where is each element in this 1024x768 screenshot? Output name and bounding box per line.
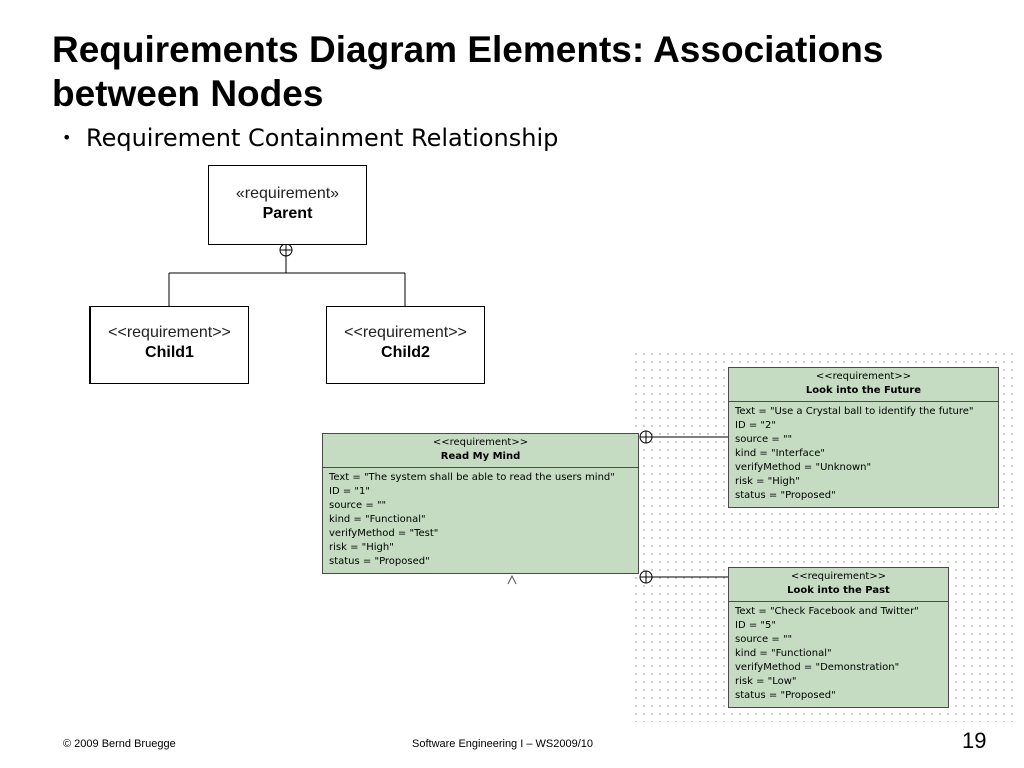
attribute-text: Text = "The system shall be able to read… [329,472,615,483]
requirement-header: <<requirement>> Look into the Past [729,568,948,602]
look-into-future-requirement: <<requirement>> Look into the Future Tex… [728,367,999,508]
attribute-verify-method: verifyMethod = "Demonstration" [735,662,900,673]
containment-crosshair-icon [279,243,293,257]
attribute-verify-method: verifyMethod = "Test" [329,528,439,539]
requirement-name: Look into the Future [805,385,922,396]
requirement-attributes: Text = "Check Facebook and Twitter" ID =… [729,602,948,706]
attribute-status: status = "Proposed" [735,490,836,501]
caret-icon [507,574,517,585]
requirement-name: Read My Mind [440,451,521,462]
attribute-kind: kind = "Functional" [329,514,426,525]
attribute-text: Text = "Check Facebook and Twitter" [735,606,919,617]
footer-copyright: © 2009 Bernd Bruegge [63,738,176,750]
slide-title: Requirements Diagram Elements: Associati… [52,29,884,114]
child2-requirement-box: <<requirement>> Child2 [326,306,485,384]
bullet-dot-icon: • [62,128,72,147]
bullet-text: Requirement Containment Relationship [86,124,559,152]
child1-requirement-box: <<requirement>> Child1 [89,306,249,384]
attribute-status: status = "Proposed" [329,556,430,567]
child2-stereotype: <<requirement>> [344,324,467,341]
parent-name: Parent [262,205,313,222]
attribute-id: ID = "1" [329,486,370,497]
attribute-source: source = "" [329,500,387,511]
attribute-id: ID = "2" [735,420,776,431]
requirement-name: Look into the Past [787,585,890,596]
look-into-past-requirement: <<requirement>> Look into the Past Text … [728,567,949,708]
attribute-kind: kind = "Functional" [735,648,832,659]
attribute-source: source = "" [735,434,793,445]
requirement-attributes: Text = "The system shall be able to read… [323,468,638,572]
attribute-risk: risk = "High" [735,476,800,487]
requirement-attributes: Text = "Use a Crystal ball to identify t… [729,402,998,506]
requirement-header: <<requirement>> Read My Mind [323,434,638,468]
child2-name: Child2 [381,344,430,361]
parent-requirement-box: «requirement» Parent [208,165,367,245]
requirement-header: <<requirement>> Look into the Future [729,368,998,402]
attribute-risk: risk = "Low" [735,676,797,687]
attribute-id: ID = "5" [735,620,776,631]
attribute-source: source = "" [735,634,793,645]
requirement-stereotype: <<requirement>> [432,437,529,448]
page-number: 19 [962,728,987,753]
read-my-mind-requirement: <<requirement>> Read My Mind Text = "The… [322,433,639,574]
attribute-risk: risk = "High" [329,542,394,553]
requirement-stereotype: <<requirement>> [815,371,912,382]
child1-name: Child1 [145,344,194,361]
footer-course: Software Engineering I – WS2009/10 [412,738,594,750]
bullet-item: • Requirement Containment Relationship [62,122,558,154]
attribute-text: Text = "Use a Crystal ball to identify t… [735,406,974,417]
child1-stereotype: <<requirement>> [108,324,231,341]
requirement-stereotype: <<requirement>> [790,571,887,582]
attribute-status: status = "Proposed" [735,690,836,701]
containment-crosshair-icon [639,430,653,444]
attribute-kind: kind = "Interface" [735,448,825,459]
containment-crosshair-icon [639,570,653,584]
parent-stereotype: «requirement» [235,185,340,202]
attribute-verify-method: verifyMethod = "Unknown" [735,462,872,473]
